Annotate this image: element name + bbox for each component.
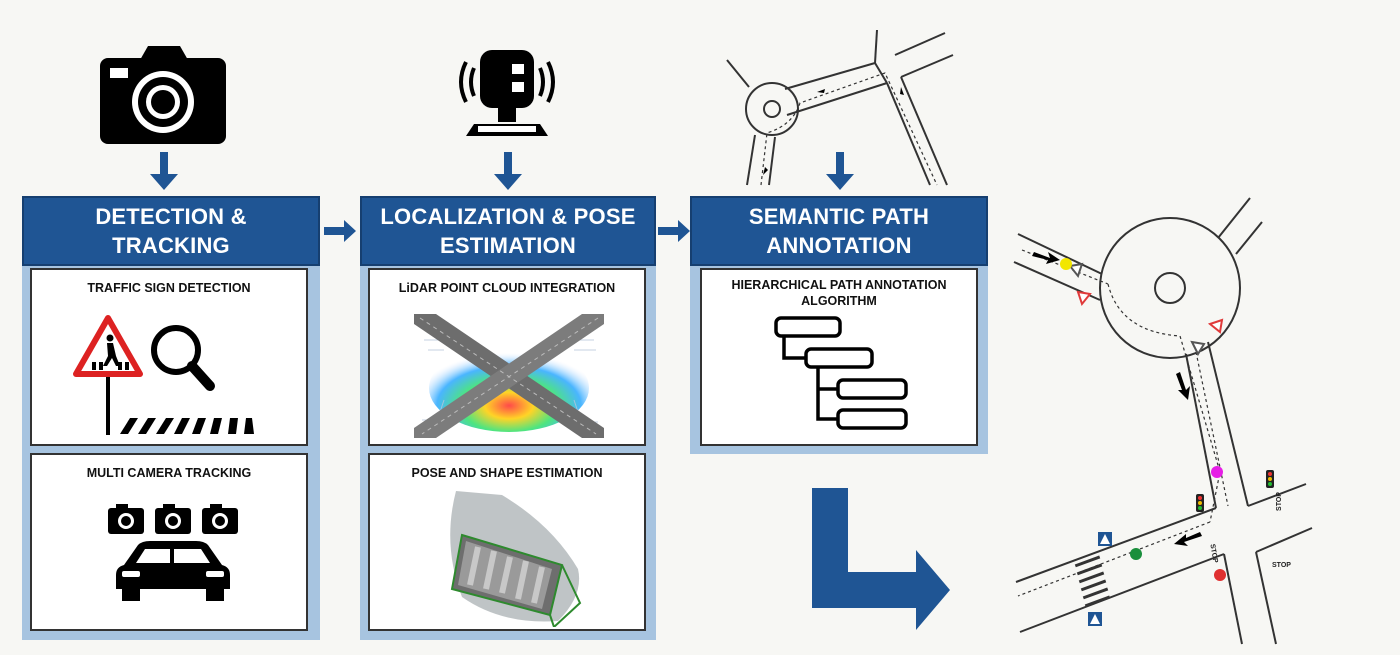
road-map-icon xyxy=(725,25,955,190)
pose-shape-pointcloud-image xyxy=(442,485,592,627)
multi-camera-tracking-card: MULTI CAMERA TRACKING xyxy=(30,453,308,631)
path-marker xyxy=(1130,548,1142,560)
right-arrow-icon xyxy=(658,220,690,242)
header-line-2: ANNOTATION xyxy=(766,233,912,258)
path-marker xyxy=(1060,258,1072,270)
hierarchical-path-card: HIERARCHICAL PATH ANNOTATION ALGORITHM xyxy=(700,268,978,446)
card-title: LiDAR POINT CLOUD INTEGRATION xyxy=(398,281,616,295)
lidar-point-cloud-card: LiDAR POINT CLOUD INTEGRATION xyxy=(368,268,646,446)
localization-pose-header: LOCALIZATION & POSE ESTIMATION xyxy=(360,196,656,266)
header-line-1: DETECTION & xyxy=(95,204,247,229)
header-line-1: SEMANTIC PATH xyxy=(748,204,930,229)
pose-shape-estimation-card: POSE AND SHAPE ESTIMATION xyxy=(368,453,646,631)
stop-label: STOP xyxy=(1272,562,1291,569)
car-with-cameras-icon xyxy=(108,503,238,603)
lidar-sensor-icon xyxy=(452,46,562,148)
output-arrow-icon xyxy=(810,486,952,634)
card-title: MULTI CAMERA TRACKING xyxy=(86,466,252,480)
down-arrow-icon xyxy=(150,152,178,190)
hierarchy-tree-icon xyxy=(772,314,912,434)
annotated-intersection-map: STOP STOP STOP xyxy=(1010,192,1395,647)
card-title-line-1: HIERARCHICAL PATH ANNOTATION xyxy=(731,278,947,292)
header-line-2: TRACKING xyxy=(112,233,230,258)
camera-icon xyxy=(100,44,226,144)
header-line-1: LOCALIZATION & POSE xyxy=(380,204,636,229)
point-cloud-intersection-image xyxy=(414,310,604,440)
stop-label: STOP xyxy=(1275,492,1283,511)
card-title: HIERARCHICAL PATH ANNOTATION ALGORITHM xyxy=(702,277,976,309)
down-arrow-icon xyxy=(494,152,522,190)
semantic-path-header: SEMANTIC PATH ANNOTATION xyxy=(690,196,988,266)
card-title: POSE AND SHAPE ESTIMATION xyxy=(411,466,603,480)
right-arrow-icon xyxy=(324,220,356,242)
card-title-line-2: ALGORITHM xyxy=(801,294,877,308)
header-line-2: ESTIMATION xyxy=(439,233,576,258)
pedestrian-crossing-sign-icon xyxy=(72,314,262,438)
down-arrow-icon xyxy=(826,152,854,190)
card-title: TRAFFIC SIGN DETECTION xyxy=(87,281,251,295)
detection-tracking-header: DETECTION & TRACKING xyxy=(22,196,320,266)
path-marker xyxy=(1211,466,1223,478)
traffic-sign-detection-card: TRAFFIC SIGN DETECTION xyxy=(30,268,308,446)
